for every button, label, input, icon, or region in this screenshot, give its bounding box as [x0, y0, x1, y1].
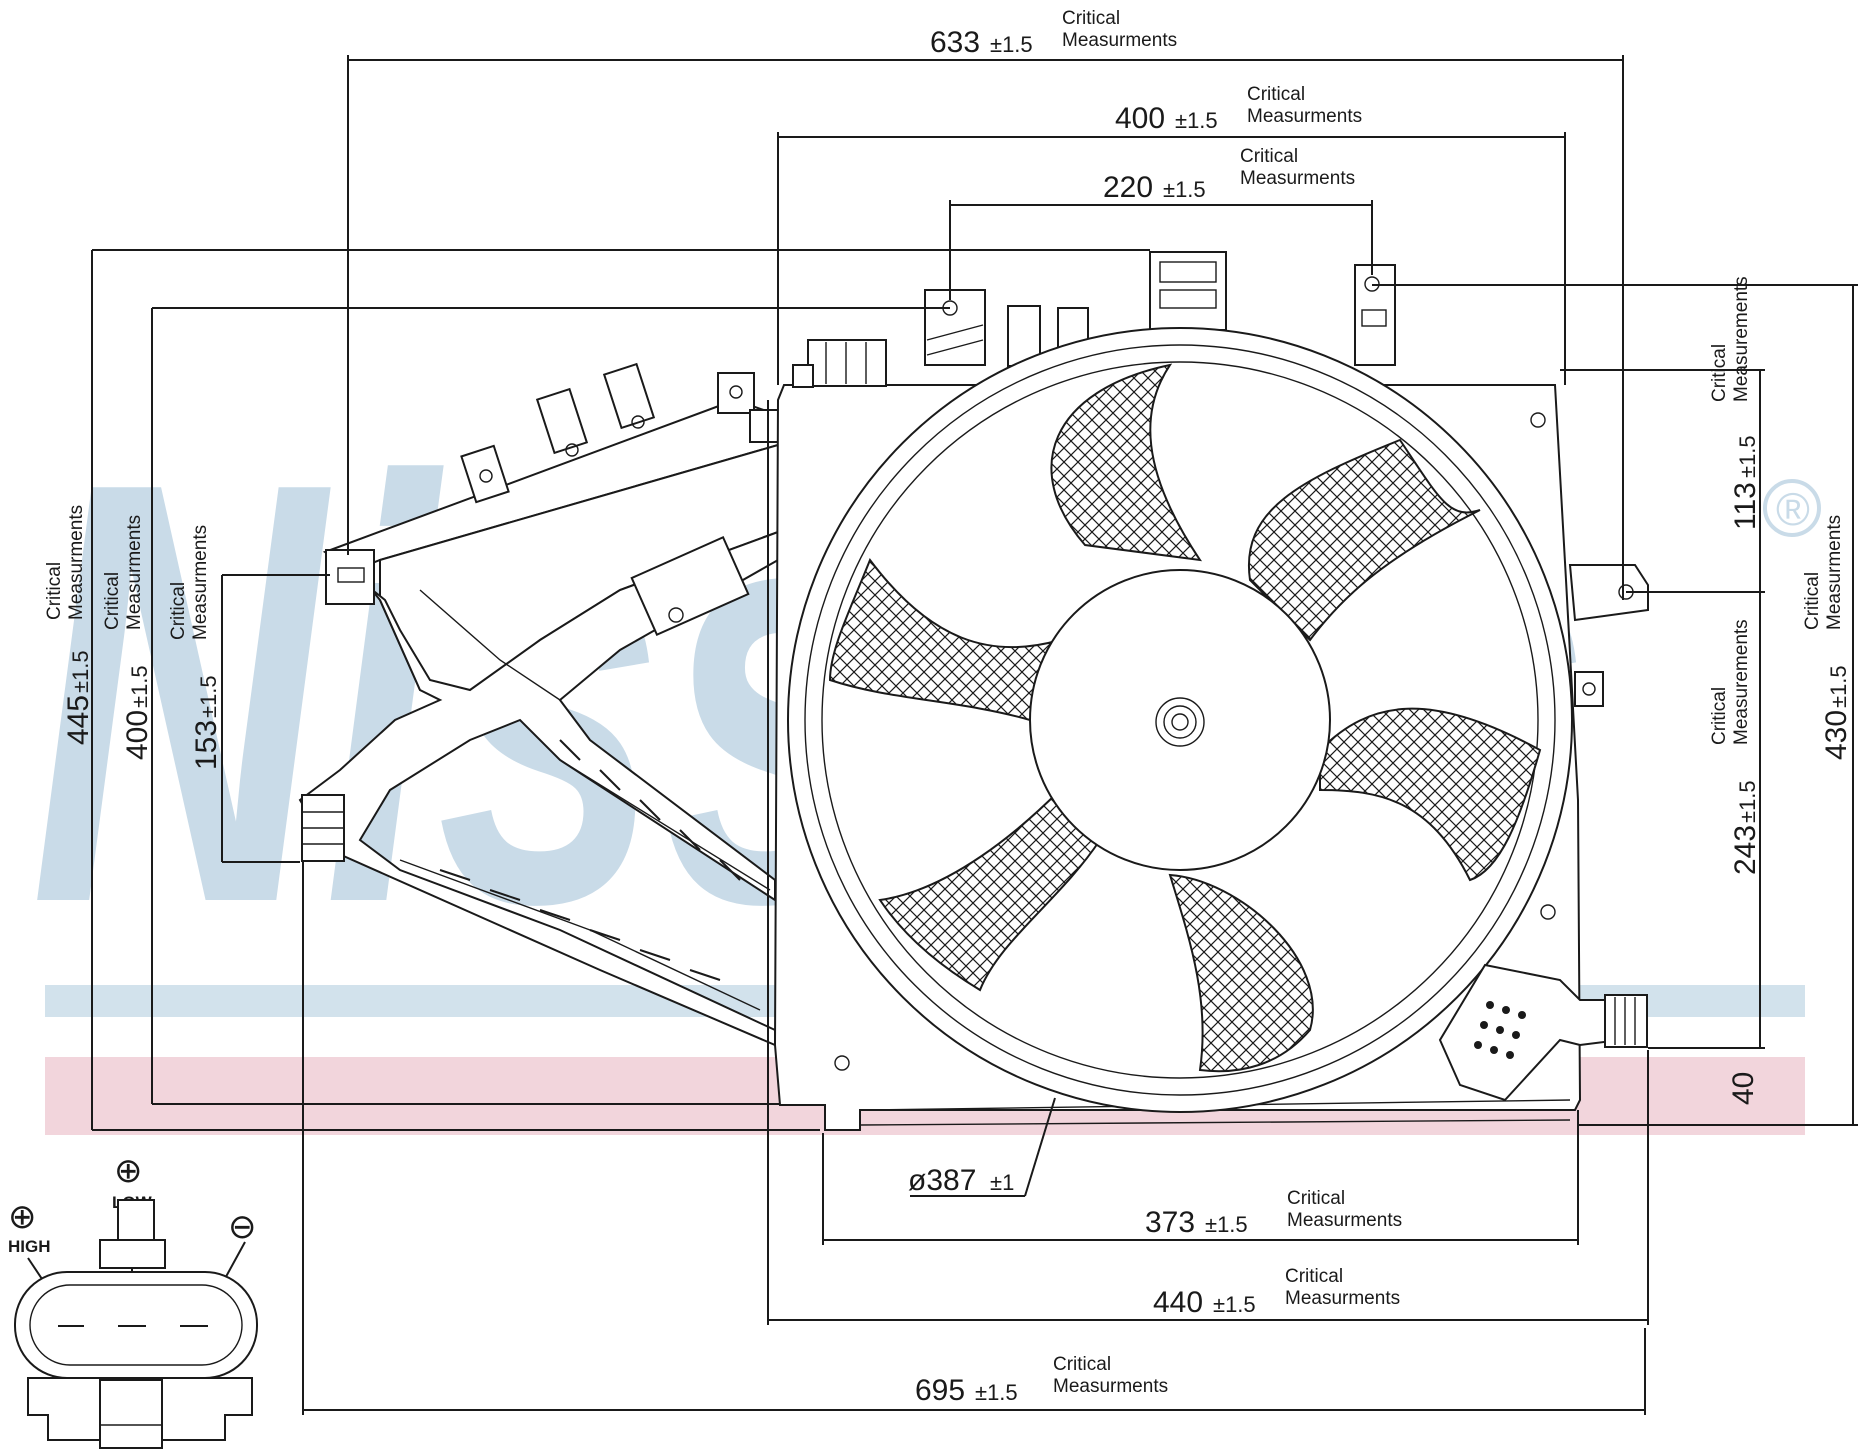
dim-113-tol: ±1.5	[1735, 435, 1760, 478]
dim-400-left-tol: ±1.5	[127, 665, 152, 708]
dimension-445: 445 ±1.5	[62, 650, 95, 745]
dim-diameter-value: ø387	[908, 1164, 976, 1197]
critical-label-line2: Measurements	[1731, 276, 1752, 402]
critical-label-line1: Critical	[1062, 8, 1120, 29]
dimension-400-top: 400 ±1.5 Critical Measurments	[1115, 84, 1362, 135]
critical-label-line2: Measurments	[1062, 30, 1177, 51]
mount-hole	[1540, 904, 1556, 920]
dim-243-tol: ±1.5	[1735, 780, 1760, 823]
critical-label-line2: Measurments	[66, 505, 87, 620]
critical-label-line1: Critical	[1802, 572, 1823, 630]
plus-symbol-low: ⊕	[114, 1152, 143, 1190]
fan-hub	[1029, 569, 1331, 871]
dimension-113: 113 ±1.5	[1729, 435, 1762, 530]
critical-label-line1: Critical	[102, 572, 123, 630]
critical-label-line1: Critical	[1240, 146, 1298, 167]
dim-153-tol: ±1.5	[196, 675, 221, 718]
dimension-40: 40	[1727, 1072, 1760, 1105]
mount-hole	[834, 1055, 850, 1071]
dimension-695: 695 ±1.5 Critical Measurments	[915, 1354, 1168, 1407]
critical-label-line2: Measurements	[1731, 619, 1752, 745]
critical-label-line1: Critical	[1285, 1266, 1343, 1287]
dimension-lines	[91, 55, 1858, 1415]
critical-243: Critical Measurements	[1709, 619, 1752, 745]
dim-400-top-tol: ±1.5	[1175, 108, 1218, 133]
dimension-633: 633 ±1.5 Critical Measurments	[930, 8, 1177, 59]
high-label: HIGH	[8, 1237, 51, 1256]
dim-400-left-value: 400	[121, 710, 154, 760]
dimension-373: 373 ±1.5 Critical Measurments	[1145, 1188, 1402, 1239]
critical-label-line1: Critical	[44, 562, 65, 620]
critical-445: Critical Measurments	[44, 505, 87, 620]
dimension-440: 440 ±1.5 Critical Measurments	[1153, 1266, 1400, 1319]
critical-400-left: Critical Measurments	[102, 515, 145, 630]
minus-symbol: ⊖	[228, 1208, 257, 1246]
dimension-400-left: 400 ±1.5	[121, 665, 154, 760]
critical-label-line2: Measurments	[1285, 1288, 1400, 1309]
dimension-220: 220 ±1.5 Critical Measurments	[1103, 146, 1355, 204]
fan-blades	[828, 363, 1542, 1073]
dim-445-tol: ±1.5	[68, 650, 93, 693]
registered-mark-ring	[1763, 479, 1821, 537]
critical-153: Critical Measurments	[168, 525, 211, 640]
critical-430: Critical Measurments	[1802, 515, 1845, 630]
critical-label-line1: Critical	[168, 582, 189, 640]
dim-440-tol: ±1.5	[1213, 1292, 1256, 1317]
critical-label-line1: Critical	[1709, 687, 1730, 745]
dim-695-tol: ±1.5	[975, 1380, 1018, 1405]
critical-label-line2: Measurments	[1287, 1210, 1402, 1231]
critical-label-line1: Critical	[1287, 1188, 1345, 1209]
dim-633-tol: ±1.5	[990, 32, 1033, 57]
plus-symbol-high: ⊕	[8, 1198, 37, 1236]
mount-hole	[1530, 412, 1546, 428]
dim-633-value: 633	[930, 26, 980, 59]
critical-label-line2: Measurments	[1824, 515, 1845, 630]
shroud-connector	[1438, 963, 1648, 1102]
dim-243-value: 243	[1729, 825, 1762, 875]
dim-113-value: 113	[1729, 482, 1762, 530]
dim-220-tol: ±1.5	[1163, 177, 1206, 202]
dim-diameter-tol: ±1	[990, 1170, 1014, 1195]
critical-label-line2: Measurments	[1240, 168, 1355, 189]
dim-40-value: 40	[1727, 1072, 1760, 1105]
critical-label-line2: Measurments	[124, 515, 145, 630]
critical-label-line2: Measurments	[1247, 106, 1362, 127]
dim-440-value: 440	[1153, 1286, 1203, 1319]
dim-445-value: 445	[62, 695, 95, 745]
critical-label-line2: Measurments	[1053, 1376, 1168, 1397]
registered-mark: ®	[1776, 483, 1810, 535]
dimension-diameter: ø387 ±1	[908, 1164, 1014, 1197]
dimension-243: 243 ±1.5	[1729, 780, 1762, 875]
dim-430-tol: ±1.5	[1826, 665, 1851, 708]
dimension-153: 153 ±1.5	[190, 675, 223, 770]
dim-220-value: 220	[1103, 171, 1153, 204]
critical-label-line1: Critical	[1709, 344, 1730, 402]
dim-373-value: 373	[1145, 1206, 1195, 1239]
dim-430-value: 430	[1820, 710, 1853, 760]
dim-695-value: 695	[915, 1374, 965, 1407]
top-clips	[792, 251, 1396, 388]
frame-ribs	[439, 739, 741, 981]
critical-label-line2: Measurments	[190, 525, 211, 640]
dim-153-value: 153	[190, 720, 223, 770]
dim-373-tol: ±1.5	[1205, 1212, 1248, 1237]
dim-400-top-value: 400	[1115, 102, 1165, 135]
connector-pinout: ⊕ LOW ⊕ HIGH ⊖	[8, 1152, 258, 1449]
left-frame-bracket	[298, 362, 781, 1047]
dimension-430: 430 ±1.5	[1820, 665, 1853, 760]
critical-label-line1: Critical	[1247, 84, 1305, 105]
critical-113: Critical Measurements	[1709, 276, 1752, 402]
critical-label-line1: Critical	[1053, 1354, 1111, 1375]
